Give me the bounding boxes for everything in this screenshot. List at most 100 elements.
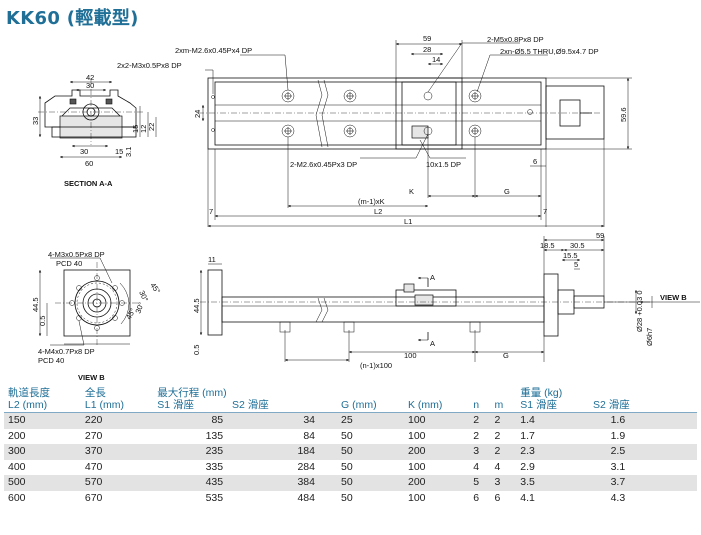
cell-s2: 184 xyxy=(245,444,337,460)
dim-33: 33 xyxy=(31,117,40,125)
cell-s1: 85 xyxy=(153,412,246,429)
cell-w2: 3.1 xyxy=(606,459,697,476)
cell-w1: 1.4 xyxy=(516,412,607,429)
cell-l2: 300 xyxy=(4,444,81,460)
table-row: 300 370 235 184 50 200 3 2 2.3 2.5 xyxy=(4,444,697,460)
view-b xyxy=(38,257,140,346)
dim-0-5-side: 0.5 xyxy=(192,345,201,355)
hole-note-2m26: 2-M2.6x0.45Px3 DP xyxy=(290,160,357,169)
cell-s1: 435 xyxy=(153,475,246,491)
dim-59-side: 59 xyxy=(596,231,604,240)
cell-k: 100 xyxy=(403,459,470,476)
view-b-arrow-label: VIEW B xyxy=(660,293,687,302)
section-aa-view xyxy=(38,78,157,159)
cell-n: 6 xyxy=(469,490,491,507)
dim-60: 60 xyxy=(85,159,93,168)
dim-59-top: 59 xyxy=(423,34,431,43)
dim-l2: L2 xyxy=(374,207,382,216)
dim-59-6: 59.6 xyxy=(619,107,628,122)
dim-0-5-left: 0.5 xyxy=(38,316,47,326)
cell-s1: 135 xyxy=(153,428,246,445)
cell-k: 100 xyxy=(403,428,470,445)
cell-m: 6 xyxy=(490,490,517,507)
cell-k: 200 xyxy=(403,444,470,460)
cell-l2: 150 xyxy=(4,412,81,429)
hole-note-2x2: 2x2-M3x0.5Px8 DP xyxy=(117,61,182,70)
cut-mark-a-bottom: A xyxy=(430,339,435,348)
cell-l1: 570 xyxy=(80,475,154,491)
dim-dia-6h7: Ø6h7 xyxy=(645,328,654,346)
cell-k: 200 xyxy=(403,475,470,491)
cell-s2: 284 xyxy=(245,459,337,476)
table-row: 400 470 335 284 50 100 4 4 2.9 3.1 xyxy=(4,459,697,476)
slot-note: 10x1.5 DP xyxy=(426,160,461,169)
dim-7-left: 7 xyxy=(209,207,213,216)
dim-5: 5 xyxy=(574,260,578,269)
cell-k: 100 xyxy=(403,490,470,507)
table-row: 200 270 135 84 50 100 2 2 1.7 1.9 xyxy=(4,428,697,445)
cell-l1: 220 xyxy=(80,412,154,429)
top-view xyxy=(198,40,632,228)
cell-s2: 484 xyxy=(245,490,337,507)
cell-g: 50 xyxy=(337,428,404,445)
cell-n: 5 xyxy=(469,475,491,491)
header-g: G (mm) xyxy=(337,386,404,413)
cell-s2: 34 xyxy=(245,412,337,429)
cell-s1: 235 xyxy=(153,444,246,460)
dim-100: 100 xyxy=(404,351,417,360)
cell-s1: 535 xyxy=(153,490,246,507)
dim-g-side: G xyxy=(503,351,509,360)
cell-l1: 470 xyxy=(80,459,154,476)
dim-7-right: 7 xyxy=(543,207,547,216)
cell-s1: 335 xyxy=(153,459,246,476)
cell-w2: 2.5 xyxy=(606,444,697,460)
cell-l1: 370 xyxy=(80,444,154,460)
side-view xyxy=(199,236,700,362)
dim-30-top: 30 xyxy=(86,81,94,90)
dim-11: 11 xyxy=(208,255,216,264)
cell-m: 3 xyxy=(490,475,517,491)
dim-3-1: 3.1 xyxy=(124,147,133,157)
dim-g-top: G xyxy=(504,187,510,196)
table-row: 600 670 535 484 50 100 6 6 4.1 4.3 xyxy=(4,490,697,507)
cell-l2: 600 xyxy=(4,490,81,507)
cell-l2: 400 xyxy=(4,459,81,476)
cell-n: 4 xyxy=(469,459,491,476)
header-n: n xyxy=(469,386,491,413)
cell-w2: 4.3 xyxy=(606,490,697,507)
cell-m: 4 xyxy=(490,459,517,476)
hole-note-2xm: 2xm-M2.6x0.45Px4 DP xyxy=(175,46,252,55)
dim-42: 42 xyxy=(86,73,94,82)
cell-n: 3 xyxy=(469,444,491,460)
page-title: KK60 (輕載型) xyxy=(6,8,139,29)
dim-l1: L1 xyxy=(404,217,412,226)
dim-6: 6 xyxy=(533,157,537,166)
cut-mark-a-top: A xyxy=(430,273,435,282)
dim-n1x100: (n-1)x100 xyxy=(360,361,392,370)
view-b-hole-note-1: 4-M3x0.5Px8 DP xyxy=(48,250,105,259)
dim-30-bottom: 30 xyxy=(80,147,88,156)
cell-s2: 384 xyxy=(245,475,337,491)
cell-l1: 670 xyxy=(80,490,154,507)
cell-w1: 2.3 xyxy=(516,444,607,460)
cell-l2: 500 xyxy=(4,475,81,491)
cell-n: 2 xyxy=(469,428,491,445)
header-k: K (mm) xyxy=(403,386,470,413)
cell-m: 2 xyxy=(490,412,517,429)
dim-15: 15 xyxy=(115,147,123,156)
dim-44-5-left: 44.5 xyxy=(31,297,40,312)
dim-18-5: 18.5 xyxy=(540,241,555,250)
table-row: 150 220 85 34 25 100 2 2 1.4 1.6 xyxy=(4,412,697,429)
angle-30-top: 30° xyxy=(137,289,150,303)
angle-30-bottom: 30° xyxy=(133,301,145,315)
cell-w2: 3.7 xyxy=(606,475,697,491)
dim-m1k: (m-1)xK xyxy=(358,197,385,206)
cell-g: 50 xyxy=(337,459,404,476)
section-aa-label: SECTION A-A xyxy=(64,179,113,188)
cell-g: 25 xyxy=(337,412,404,429)
dim-15-5: 15.5 xyxy=(563,251,578,260)
cell-w1: 4.1 xyxy=(516,490,607,507)
